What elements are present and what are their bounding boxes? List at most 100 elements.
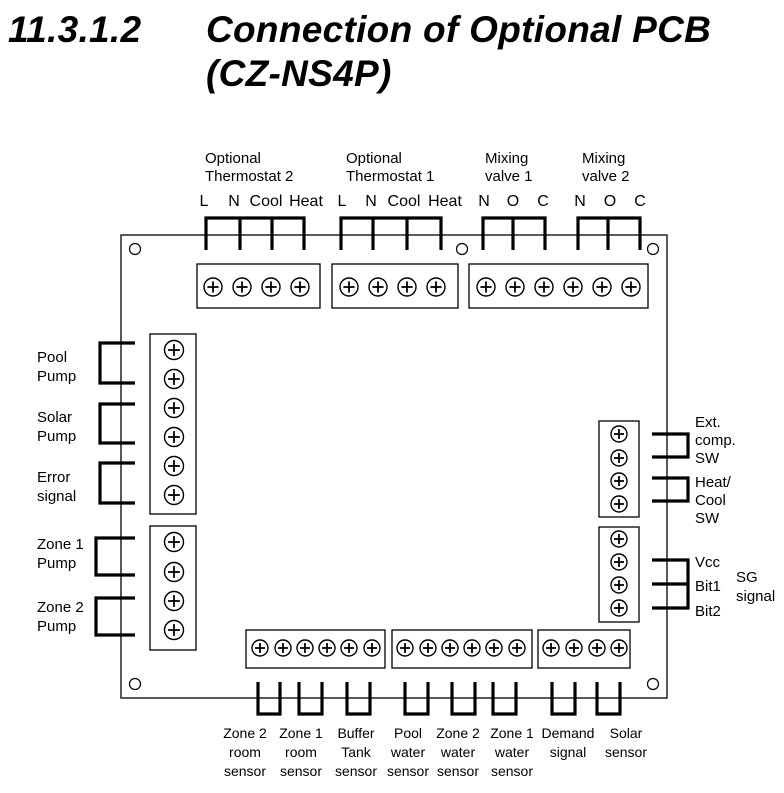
terminal-block-bottom-water <box>391 629 533 669</box>
label-ext-comp-sw-line-1: Ext. <box>695 414 721 431</box>
wire-heat-cool-sw <box>652 476 690 503</box>
wire-thermostat-2 <box>204 216 306 250</box>
label-thermostat-2-line-1: Optional <box>205 150 261 167</box>
label-zone-2-water-sensor-line-2: water <box>440 744 476 760</box>
label-zone-1-pump-line-2: Pump <box>37 555 76 572</box>
screw-bottom-demand-solar-3 <box>588 639 606 657</box>
label-heat-cool-sw-line-1: Heat/ <box>695 474 732 491</box>
label-solar-pump-line-1: Solar <box>37 409 72 426</box>
label-zone-2-room-sensor-line-3: sensor <box>224 763 266 779</box>
screw-bottom-demand-solar-2 <box>565 639 583 657</box>
wire-mixing-valve-2 <box>576 216 642 250</box>
label-zone-2-pump-line-2: Pump <box>37 618 76 635</box>
mounting-hole-top-right <box>646 242 660 256</box>
wire-zone-2-water-sensor <box>450 682 477 716</box>
label-pool-water-sensor-line-3: sensor <box>387 763 429 779</box>
screw-bottom-room-2 <box>274 639 292 657</box>
wire-demand-signal <box>550 682 577 716</box>
screw-left-upper-6 <box>163 484 185 506</box>
screw-mixing-valve-1 <box>476 277 496 297</box>
screw-right-upper-4 <box>610 495 628 513</box>
section-number: 11.3.1.2 <box>8 9 142 50</box>
screw-left-lower-2 <box>163 561 185 583</box>
screw-thermostat-2-3 <box>261 277 281 297</box>
screw-left-lower-3 <box>163 590 185 612</box>
label-zone-2-pump-line-1: Zone 2 <box>37 599 84 616</box>
screw-bottom-demand-solar-1 <box>542 639 560 657</box>
screw-left-upper-2 <box>163 368 185 390</box>
label-pool-pump-line-2: Pump <box>37 368 76 385</box>
label-solar-pump-line-2: Pump <box>37 428 76 445</box>
terminal-label-mv1-c: C <box>537 193 549 210</box>
screw-bottom-water-5 <box>485 639 503 657</box>
label-pool-water-sensor-line-1: Pool <box>394 725 422 741</box>
wire-zone-2-room-sensor <box>256 682 282 716</box>
screw-thermostat-1-4 <box>426 277 446 297</box>
label-vcc: Vcc <box>695 554 721 571</box>
label-buffer-tank-sensor-line-2: Tank <box>341 744 372 760</box>
screw-left-upper-1 <box>163 339 185 361</box>
label-heat-cool-sw-line-2: Cool <box>695 492 726 509</box>
label-zone-1-room-sensor-line-3: sensor <box>280 763 322 779</box>
screw-left-upper-4 <box>163 426 185 448</box>
label-mixing-valve-2-line-2: valve 2 <box>582 168 630 185</box>
pcb-board <box>120 234 668 699</box>
label-zone-2-room-sensor-line-2: room <box>229 744 261 760</box>
label-ext-comp-sw-line-3: SW <box>695 450 720 467</box>
label-thermostat-1-line-2: Thermostat 1 <box>346 168 434 185</box>
terminal-label-t2-l: L <box>200 193 209 210</box>
wire-thermostat-1 <box>339 216 443 250</box>
screw-bottom-room-5 <box>340 639 358 657</box>
screw-thermostat-1-3 <box>397 277 417 297</box>
terminal-block-mixing-valves <box>468 263 649 309</box>
screw-right-upper-3 <box>610 472 628 490</box>
screw-right-upper-1 <box>610 425 628 443</box>
terminal-label-t1-l: L <box>338 193 347 210</box>
label-solar-sensor-line-1: Solar <box>610 725 643 741</box>
label-zone-1-room-sensor-line-2: room <box>285 744 317 760</box>
terminal-label-mv1-o: O <box>507 193 519 210</box>
terminal-label-t2-n: N <box>228 193 240 210</box>
screw-left-lower-1 <box>163 531 185 553</box>
label-zone-1-water-sensor-line-3: sensor <box>491 763 533 779</box>
screw-right-upper-2 <box>610 449 628 467</box>
screw-mixing-valve-2 <box>505 277 525 297</box>
label-zone-1-pump-line-1: Zone 1 <box>37 536 84 553</box>
label-mixing-valve-1-line-2: valve 1 <box>485 168 533 185</box>
terminal-label-mv2-o: O <box>604 193 616 210</box>
screw-mixing-valve-3 <box>534 277 554 297</box>
terminal-label-mv2-n: N <box>574 193 586 210</box>
wire-solar-sensor <box>595 682 622 716</box>
wire-zone-1-water-sensor <box>491 682 518 716</box>
screw-left-upper-3 <box>163 397 185 419</box>
terminal-block-left-upper <box>149 333 197 515</box>
label-buffer-tank-sensor-line-1: Buffer <box>337 725 374 741</box>
wire-pool-water-sensor <box>403 682 430 716</box>
label-zone-2-water-sensor-line-1: Zone 2 <box>436 725 480 741</box>
label-demand-signal-line-2: signal <box>550 744 587 760</box>
mounting-hole-top-center <box>455 242 469 256</box>
terminal-label-mv2-c: C <box>634 193 646 210</box>
label-error-signal-line-2: signal <box>37 488 76 505</box>
screw-thermostat-2-2 <box>232 277 252 297</box>
label-thermostat-1-line-1: Optional <box>346 150 402 167</box>
screw-bottom-water-3 <box>441 639 459 657</box>
terminal-label-t2-cool: Cool <box>250 193 283 210</box>
screw-left-lower-4 <box>163 619 185 641</box>
wire-pool-pump <box>98 341 135 385</box>
terminal-label-t1-n: N <box>365 193 377 210</box>
wire-error-signal <box>98 461 135 505</box>
screw-mixing-valve-4 <box>563 277 583 297</box>
screw-mixing-valve-5 <box>592 277 612 297</box>
screw-mixing-valve-6 <box>621 277 641 297</box>
label-zone-1-room-sensor-line-1: Zone 1 <box>279 725 323 741</box>
label-bit1: Bit1 <box>695 578 721 595</box>
label-error-signal-line-1: Error <box>37 469 70 486</box>
screw-bottom-water-4 <box>463 639 481 657</box>
screw-bottom-water-6 <box>508 639 526 657</box>
mounting-hole-bottom-left <box>128 677 142 691</box>
terminal-label-t1-heat: Heat <box>428 193 462 210</box>
label-heat-cool-sw-line-3: SW <box>695 510 720 527</box>
label-zone-1-water-sensor-line-1: Zone 1 <box>490 725 534 741</box>
